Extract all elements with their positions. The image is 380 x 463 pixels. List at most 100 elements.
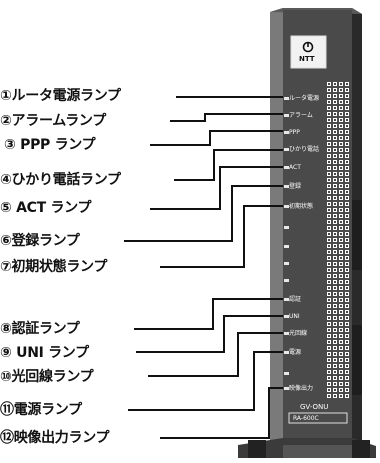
vent-hole bbox=[345, 376, 349, 380]
leader-line-12 bbox=[160, 387, 283, 439]
leader-line-4 bbox=[174, 149, 283, 181]
panel-label-shoki-joutai: 初期状態 bbox=[289, 203, 314, 210]
vent-hole bbox=[333, 286, 337, 290]
vent-hole bbox=[333, 172, 337, 176]
vent-hole bbox=[327, 88, 331, 92]
lamp-mark bbox=[284, 114, 289, 117]
vent-hole bbox=[327, 316, 331, 320]
vent-hole bbox=[327, 262, 331, 266]
vent-hole bbox=[327, 178, 331, 182]
vent-hole bbox=[345, 256, 349, 260]
vent-hole bbox=[339, 346, 343, 350]
vent-hole bbox=[339, 136, 343, 140]
vent-hole bbox=[327, 160, 331, 164]
lamp-mark bbox=[284, 387, 289, 390]
lamp-mark bbox=[284, 372, 289, 375]
vent-hole bbox=[339, 124, 343, 128]
vent-hole bbox=[345, 244, 349, 248]
vent-hole bbox=[345, 394, 349, 398]
vent-hole bbox=[345, 322, 349, 326]
vent-hole bbox=[327, 286, 331, 290]
vent-hole bbox=[327, 184, 331, 188]
vent-hole bbox=[345, 202, 349, 206]
vent-hole bbox=[345, 160, 349, 164]
vent-hole bbox=[339, 130, 343, 134]
vent-hole bbox=[339, 154, 343, 158]
vent-hole bbox=[333, 226, 337, 230]
vent-hole bbox=[333, 238, 337, 242]
vent-hole bbox=[339, 166, 343, 170]
vent-hole bbox=[339, 262, 343, 266]
vent-hole bbox=[327, 100, 331, 104]
lamp-mark bbox=[284, 97, 289, 100]
vent-hole bbox=[339, 388, 343, 392]
vent-hole bbox=[339, 118, 343, 122]
vent-hole bbox=[339, 184, 343, 188]
vent-hole bbox=[345, 340, 349, 344]
vent-hole bbox=[339, 376, 343, 380]
ntt-logo-text: NTT bbox=[299, 55, 315, 63]
model-number: RA-600C bbox=[293, 415, 319, 422]
vent-hole bbox=[333, 88, 337, 92]
callout-eizou-shutsuryoku-lamp: ⑫映像出力ランプ bbox=[0, 430, 110, 446]
vent-hole bbox=[345, 184, 349, 188]
vent-hole bbox=[345, 238, 349, 242]
vent-hole bbox=[327, 304, 331, 308]
leader-line-8 bbox=[134, 298, 283, 330]
vent-hole bbox=[333, 352, 337, 356]
vent-hole bbox=[327, 142, 331, 146]
vent-hole bbox=[333, 250, 337, 254]
vent-hole bbox=[339, 148, 343, 152]
vent-hole bbox=[327, 328, 331, 332]
vent-hole bbox=[327, 340, 331, 344]
vent-hole bbox=[345, 382, 349, 386]
vent-hole bbox=[327, 130, 331, 134]
vent-hole bbox=[327, 232, 331, 236]
vent-hole bbox=[333, 178, 337, 182]
vent-hole bbox=[339, 106, 343, 110]
vent-hole bbox=[345, 190, 349, 194]
vent-hole bbox=[333, 202, 337, 206]
vent-hole bbox=[333, 304, 337, 308]
vent-hole bbox=[327, 274, 331, 278]
vent-hole bbox=[345, 82, 349, 86]
vent-hole bbox=[339, 178, 343, 182]
vent-hole bbox=[345, 370, 349, 374]
vent-hole bbox=[345, 94, 349, 98]
vent-hole bbox=[345, 298, 349, 302]
lamp-mark bbox=[284, 245, 289, 248]
lamp-mark bbox=[284, 148, 289, 151]
vent-hole bbox=[339, 244, 343, 248]
vent-hole bbox=[339, 334, 343, 338]
vent-hole bbox=[345, 226, 349, 230]
vent-hole bbox=[339, 364, 343, 368]
vent-hole bbox=[333, 244, 337, 248]
vent-hole bbox=[333, 376, 337, 380]
vent-hole bbox=[333, 280, 337, 284]
vent-hole bbox=[333, 364, 337, 368]
vent-hole bbox=[345, 148, 349, 152]
vent-hole bbox=[333, 82, 337, 86]
vent-hole bbox=[339, 160, 343, 164]
vent-hole bbox=[333, 322, 337, 326]
vent-hole bbox=[333, 334, 337, 338]
vent-hole bbox=[339, 304, 343, 308]
vent-hole bbox=[345, 292, 349, 296]
vent-hole bbox=[345, 136, 349, 140]
vent-hole bbox=[339, 352, 343, 356]
callout-hikari-denwa-lamp: ④ひかり電話ランプ bbox=[0, 172, 121, 188]
panel-label-hikari-kaisen: 光回線 bbox=[289, 330, 308, 337]
vent-hole bbox=[333, 256, 337, 260]
lamp-mark bbox=[284, 279, 289, 282]
vent-hole bbox=[345, 346, 349, 350]
vent-hole bbox=[333, 268, 337, 272]
vent-hole bbox=[333, 130, 337, 134]
vent-hole bbox=[327, 382, 331, 386]
vent-hole bbox=[333, 142, 337, 146]
vent-hole bbox=[327, 208, 331, 212]
vent-hole bbox=[333, 148, 337, 152]
callout-ninsho-lamp: ⑧認証ランプ bbox=[0, 321, 80, 337]
vent-hole bbox=[333, 112, 337, 116]
vent-hole bbox=[327, 124, 331, 128]
panel-label-router-power: ルータ電源 bbox=[289, 95, 320, 102]
